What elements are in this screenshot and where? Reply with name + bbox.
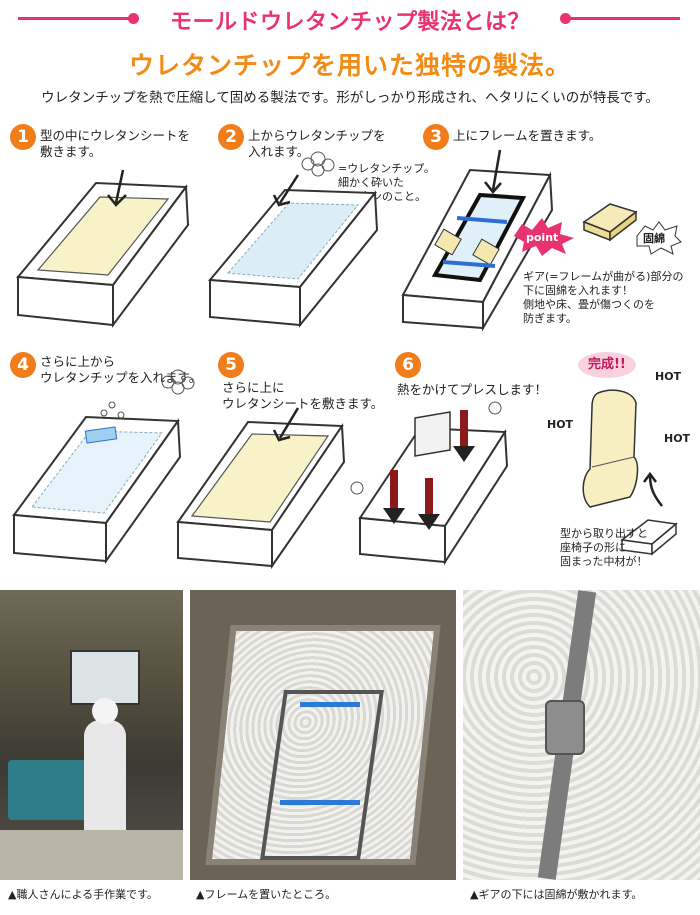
photo-worker-cap bbox=[92, 698, 118, 724]
step-5-mold-illustration bbox=[176, 407, 346, 570]
title-rule-left bbox=[18, 17, 136, 20]
chip-cloud-icon bbox=[301, 151, 335, 177]
hot-label-left: HOT bbox=[547, 418, 574, 431]
katawata-label-burst: 固綿 bbox=[636, 221, 682, 255]
title-dot-left bbox=[128, 13, 139, 24]
caption-2: ▲フレームを置いたところ。 bbox=[196, 888, 337, 901]
page-subtitle: ウレタンチップを用いた独特の製法。 bbox=[128, 51, 571, 80]
photo-floor bbox=[0, 830, 183, 880]
katawata-label-text: 固綿 bbox=[643, 231, 665, 245]
page-description: ウレタンチップを熱で圧縮して固める製法です。形がしっかり形成され、ヘタリにくいの… bbox=[41, 90, 659, 106]
step-4-badge: 4 bbox=[10, 352, 36, 378]
arrow-up-icon bbox=[643, 471, 663, 507]
photo-container bbox=[8, 760, 98, 820]
step-5-badge: 5 bbox=[218, 352, 244, 378]
step-4-chip-cloud-icon bbox=[161, 369, 195, 395]
step-3-mold-frame-illustration bbox=[401, 149, 554, 332]
step-1-text: 型の中にウレタンシートを 敷きます。 bbox=[40, 128, 191, 159]
point-badge-text: point bbox=[526, 231, 558, 244]
empty-mold-illustration bbox=[620, 519, 678, 556]
step-2-text: 上からウレタンチップを 入れます。 bbox=[248, 128, 386, 159]
step-4-mold-illustration bbox=[12, 401, 182, 565]
complete-label: 完成!! bbox=[578, 352, 636, 378]
photo-blue-band-top bbox=[300, 702, 360, 707]
step-3-text: 上にフレームを置きます。 bbox=[453, 128, 602, 143]
zaisu-cushion-illustration bbox=[582, 389, 639, 508]
caption-3: ▲ギアの下には固綿が敷かれます。 bbox=[470, 888, 643, 901]
photo-blue-band-bottom bbox=[280, 800, 360, 805]
title-bar: モールドウレタンチップ製法とは？ bbox=[0, 0, 700, 36]
step-6-badge: 6 bbox=[395, 352, 421, 378]
page-title: モールドウレタンチップ製法とは？ bbox=[169, 10, 530, 35]
result-note: 型から取り出すと 座椅子の形に 固まった中材が！ bbox=[560, 527, 648, 568]
step-2-mold-illustration bbox=[207, 174, 379, 328]
gear-note: ギア(=フレームが曲がる)部分の 下に固綿を入れます！ 側地や床、畳が傷つくのを… bbox=[523, 270, 684, 325]
step-6-text: 熱をかけてプレスします！ bbox=[397, 382, 548, 397]
katawata-block-illustration bbox=[582, 203, 638, 242]
hot-label-top: HOT bbox=[655, 370, 682, 383]
caption-1: ▲職人さんによる手作業です。 bbox=[8, 888, 159, 901]
hot-label-right: HOT bbox=[664, 432, 691, 445]
photo-gear-detail bbox=[463, 590, 700, 880]
point-burst-icon: point bbox=[514, 218, 574, 256]
photo-frame-in-mold bbox=[190, 590, 456, 880]
step-4-text: さらに上から ウレタンチップを入れます。 bbox=[40, 354, 202, 385]
step-1-mold-illustration bbox=[16, 169, 190, 328]
photo-craftsman bbox=[0, 590, 183, 880]
step-3-badge: 3 bbox=[423, 124, 449, 150]
step-6-press-illustration bbox=[350, 401, 509, 566]
title-rule-right bbox=[562, 17, 680, 20]
photo-gear bbox=[545, 700, 585, 755]
step-5-text: さらに上に ウレタンシートを敷きます。 bbox=[222, 380, 384, 411]
photo-window bbox=[70, 650, 140, 705]
step-2-badge: 2 bbox=[218, 124, 244, 150]
step-1-badge: 1 bbox=[10, 124, 36, 150]
